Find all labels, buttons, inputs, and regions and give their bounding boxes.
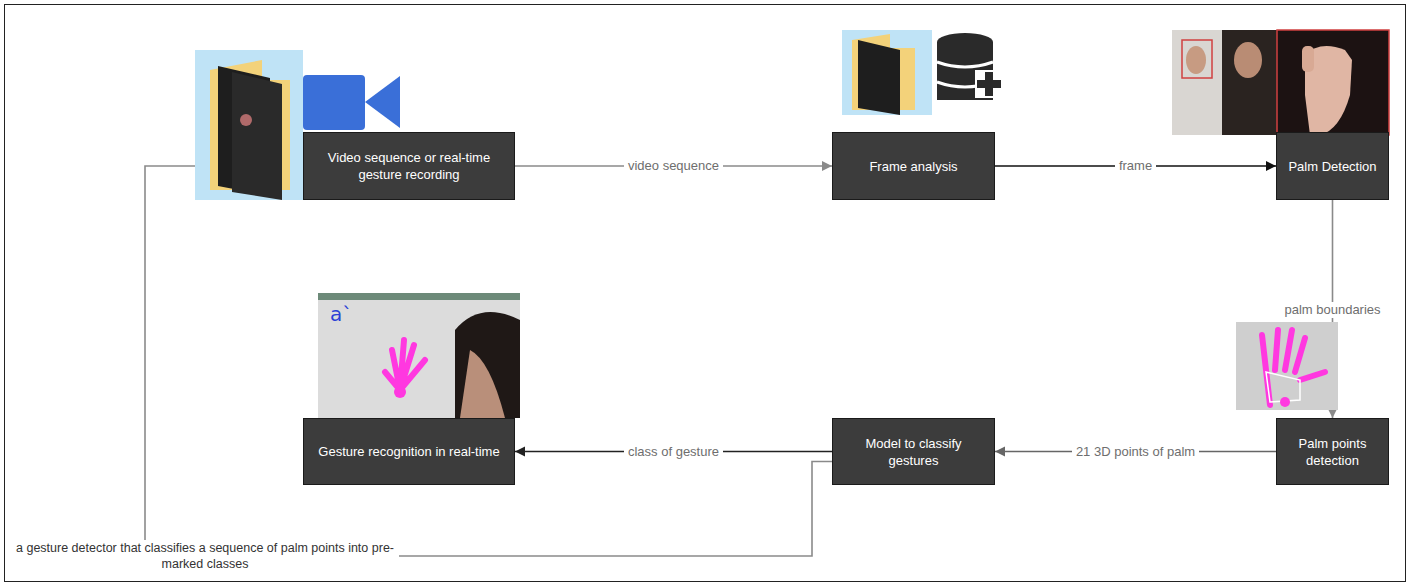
- edge-label: a gesture detector that classifies a seq…: [11, 540, 399, 572]
- arrow-head: [822, 161, 832, 171]
- edge-label: 21 3D points of palm: [1072, 444, 1199, 460]
- edge-label: class of gesture: [624, 444, 723, 460]
- process-box: Model to classify gestures: [832, 418, 995, 485]
- landmark-photo: [1236, 322, 1338, 410]
- database-icon: [842, 30, 1003, 115]
- box-text: Model to classify gestures: [833, 431, 994, 473]
- recognition-screenshot: [318, 293, 520, 418]
- edge-label: video sequence: [624, 158, 723, 174]
- arrow-head: [515, 447, 525, 457]
- process-box: Palm Detection: [1276, 132, 1389, 200]
- process-box: Gesture recognition in real-time: [303, 418, 515, 485]
- palm-photo: [1172, 30, 1389, 135]
- process-box: Frame analysis: [832, 132, 995, 200]
- edge-label: frame: [1115, 158, 1156, 174]
- screen-letter: a`: [330, 302, 352, 326]
- arrow-head: [995, 447, 1005, 457]
- box-text: Frame analysis: [859, 154, 967, 179]
- arrow-head: [1266, 161, 1276, 171]
- box-text: Palm points detection: [1277, 431, 1388, 473]
- process-box: Palm points detection: [1276, 418, 1389, 485]
- box-text: Video sequence or real-time gesture reco…: [304, 145, 514, 187]
- connector: [145, 166, 832, 556]
- process-box: Video sequence or real-time gesture reco…: [303, 132, 515, 200]
- box-text: Palm Detection: [1278, 154, 1386, 179]
- box-text: Gesture recognition in real-time: [308, 439, 509, 464]
- edge-label: palm boundaries: [1280, 302, 1384, 318]
